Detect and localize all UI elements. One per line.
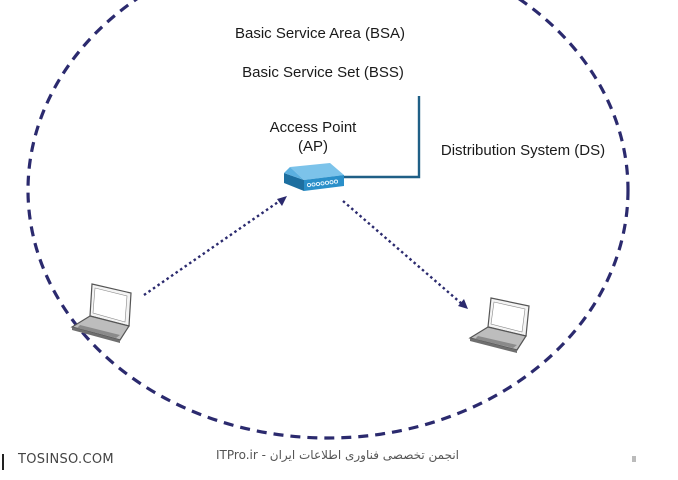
laptop-icon [468,297,530,353]
bsa-label: Basic Service Area (BSA) [235,25,405,42]
wireless-link-left [143,196,287,296]
ds-label: Distribution System (DS) [441,142,605,159]
ap-label-line2: (AP) [298,138,328,155]
edge-mark [2,454,4,470]
bss-label: Basic Service Set (BSS) [242,64,404,81]
watermark-tosinso: TOSINSO.COM [18,452,114,467]
corner-mark [632,456,636,462]
distribution-system-line [342,96,421,179]
access-point-icon [284,163,344,191]
laptop-icon [70,283,132,343]
watermark-itpro: ITPro.ir - انجمن تخصصی فناوری اطلاعات ای… [216,448,459,462]
ap-label-line1: Access Point [270,119,358,136]
wireless-link-right [342,200,468,309]
bsa-boundary [26,0,630,440]
